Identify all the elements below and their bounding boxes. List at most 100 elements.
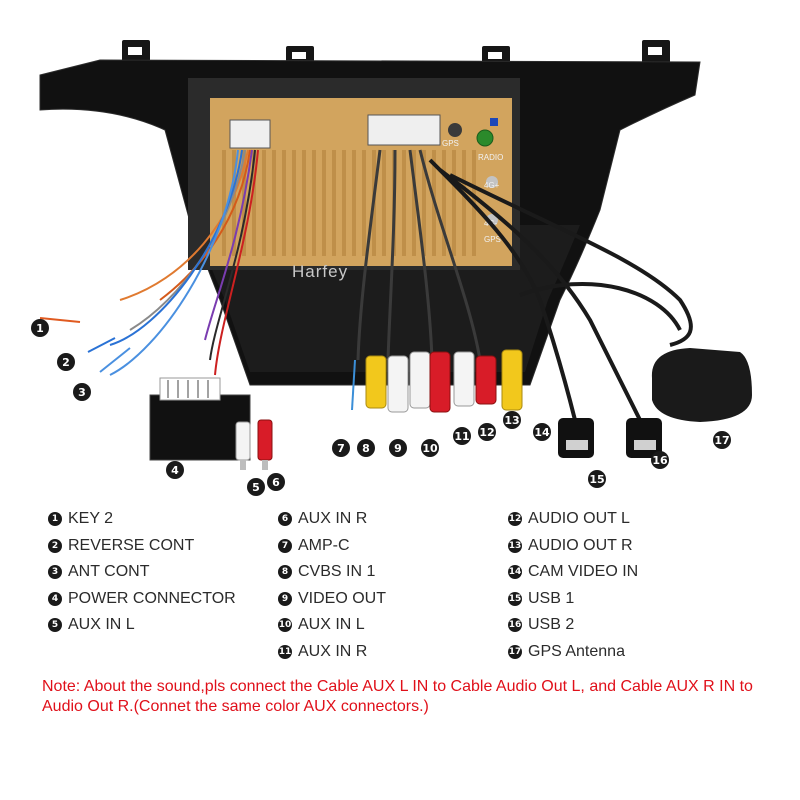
legend-number-badge: 4 bbox=[48, 591, 62, 606]
legend-number-badge: 2 bbox=[48, 538, 62, 553]
svg-text:10: 10 bbox=[422, 442, 438, 455]
legend-label: AUX IN R bbox=[298, 510, 368, 528]
legend-item: 1 KEY 2 bbox=[48, 506, 236, 533]
legend-item: 14 CAM VIDEO IN bbox=[508, 559, 638, 586]
legend-item: 11 AUX IN R bbox=[278, 639, 386, 666]
legend-item: 3 ANT CONT bbox=[48, 559, 236, 586]
callout-8: 8 bbox=[357, 439, 375, 457]
rca-aux-in-left-pair bbox=[235, 419, 273, 470]
legend-label: VIDEO OUT bbox=[298, 589, 387, 607]
callout-1: 1 bbox=[31, 319, 49, 337]
legend-label: ANT CONT bbox=[68, 563, 150, 581]
callout-13: 13 bbox=[503, 411, 521, 429]
legend-item: 7 AMP-C bbox=[278, 533, 386, 560]
legend-label: AUDIO OUT R bbox=[528, 536, 633, 554]
callout-5: 5 bbox=[247, 478, 265, 496]
legend-label: USB 1 bbox=[528, 589, 575, 607]
legend-item: 9 VIDEO OUT bbox=[278, 586, 386, 613]
brand-watermark: Harfey bbox=[292, 262, 348, 281]
svg-text:14: 14 bbox=[534, 426, 550, 439]
legend-number-badge: 13 bbox=[508, 538, 522, 553]
svg-text:3: 3 bbox=[78, 386, 86, 399]
legend-item: 4 POWER CONNECTOR bbox=[48, 586, 236, 613]
svg-text:8: 8 bbox=[362, 442, 370, 455]
port-label-gps-bottom: GPS bbox=[484, 235, 501, 244]
legend-item: 5 AUX IN L bbox=[48, 612, 236, 639]
legend-number-badge: 15 bbox=[508, 591, 522, 606]
usb-plugs bbox=[558, 418, 662, 458]
svg-text:13: 13 bbox=[504, 414, 519, 427]
legend-label: CAM VIDEO IN bbox=[528, 563, 639, 581]
callout-3: 3 bbox=[73, 383, 91, 401]
legend-item: 8 CVBS IN 1 bbox=[278, 559, 386, 586]
svg-text:5: 5 bbox=[252, 481, 260, 494]
legend-number-badge: 9 bbox=[278, 591, 292, 606]
svg-text:6: 6 bbox=[272, 476, 280, 489]
callout-6: 6 bbox=[267, 473, 285, 491]
callout-9: 9 bbox=[389, 439, 407, 457]
callout-10: 10 bbox=[421, 439, 439, 457]
legend-number-badge: 14 bbox=[508, 565, 522, 580]
legend-label: AUX IN R bbox=[298, 642, 368, 660]
legend-label: REVERSE CONT bbox=[68, 536, 195, 554]
callout-12: 12 bbox=[478, 423, 496, 441]
legend-label: AMP-C bbox=[298, 536, 350, 554]
legend-label: CVBS IN 1 bbox=[298, 563, 376, 581]
svg-text:11: 11 bbox=[454, 430, 469, 443]
svg-text:9: 9 bbox=[394, 442, 402, 455]
legend-label: AUX IN L bbox=[298, 616, 365, 634]
legend-number-badge: 8 bbox=[278, 565, 292, 580]
legend-item: 12 AUDIO OUT L bbox=[508, 506, 638, 533]
usb-gps-cables bbox=[428, 158, 693, 421]
callout-15: 15 bbox=[588, 470, 606, 488]
callouts: 1 2 3 4 5 6 7 8 9 10 11 12 13 14 15 16 1… bbox=[31, 319, 731, 496]
port-label-radio: RADIO bbox=[478, 153, 503, 162]
note-text: Note: About the sound,pls connect the Ca… bbox=[42, 678, 753, 715]
wiring-diagram: GPS RADIO 4G+ 4G- GPS Harfey bbox=[31, 40, 752, 496]
gps-antenna bbox=[651, 348, 752, 422]
svg-text:7: 7 bbox=[337, 442, 345, 455]
legend-number-badge: 1 bbox=[48, 512, 62, 527]
legend-number-badge: 3 bbox=[48, 565, 62, 580]
legend-column-1: 1 KEY 2 2 REVERSE CONT 3 ANT CONT 4 POWER CO… bbox=[48, 506, 236, 639]
legend-item: 13 AUDIO OUT R bbox=[508, 533, 638, 560]
svg-text:16: 16 bbox=[652, 454, 668, 467]
legend-label: POWER CONNECTOR bbox=[68, 589, 236, 607]
callout-16: 16 bbox=[651, 451, 669, 469]
callout-4: 4 bbox=[166, 461, 184, 479]
legend-number-badge: 10 bbox=[278, 618, 292, 633]
legend-item: 10 AUX IN L bbox=[278, 612, 386, 639]
legend-label: AUDIO OUT L bbox=[528, 510, 630, 528]
port-label-gps-top: GPS bbox=[442, 139, 459, 148]
legend-column-3: 12 AUDIO OUT L 13 AUDIO OUT R 14 CAM VIDEO … bbox=[508, 506, 638, 665]
legend-number-badge: 16 bbox=[508, 618, 522, 633]
svg-text:4: 4 bbox=[171, 464, 179, 477]
rca-cluster-center bbox=[351, 149, 523, 413]
port-label-4g-plus: 4G+ bbox=[484, 181, 500, 190]
svg-text:1: 1 bbox=[36, 322, 44, 335]
legend-number-badge: 5 bbox=[48, 618, 62, 633]
svg-text:2: 2 bbox=[62, 356, 70, 369]
callout-17: 17 bbox=[713, 431, 731, 449]
power-connector bbox=[149, 377, 251, 461]
legend-number-badge: 11 bbox=[278, 644, 292, 659]
legend-number-badge: 7 bbox=[278, 538, 292, 553]
legend-item: 2 REVERSE CONT bbox=[48, 533, 236, 560]
callout-7: 7 bbox=[332, 439, 350, 457]
legend-item: 16 USB 2 bbox=[508, 612, 638, 639]
svg-text:17: 17 bbox=[714, 434, 729, 447]
legend-number-badge: 17 bbox=[508, 644, 522, 659]
svg-text:15: 15 bbox=[589, 473, 604, 486]
legend-item: 15 USB 1 bbox=[508, 586, 638, 613]
wire-tips bbox=[39, 317, 131, 373]
callout-2: 2 bbox=[57, 353, 75, 371]
legend-label: KEY 2 bbox=[68, 510, 114, 528]
legend-label: AUX IN L bbox=[68, 616, 135, 634]
callout-14: 14 bbox=[533, 423, 551, 441]
wire-bundle-left bbox=[109, 149, 259, 376]
legend-label: USB 2 bbox=[528, 616, 575, 634]
legend-number-badge: 12 bbox=[508, 512, 522, 527]
